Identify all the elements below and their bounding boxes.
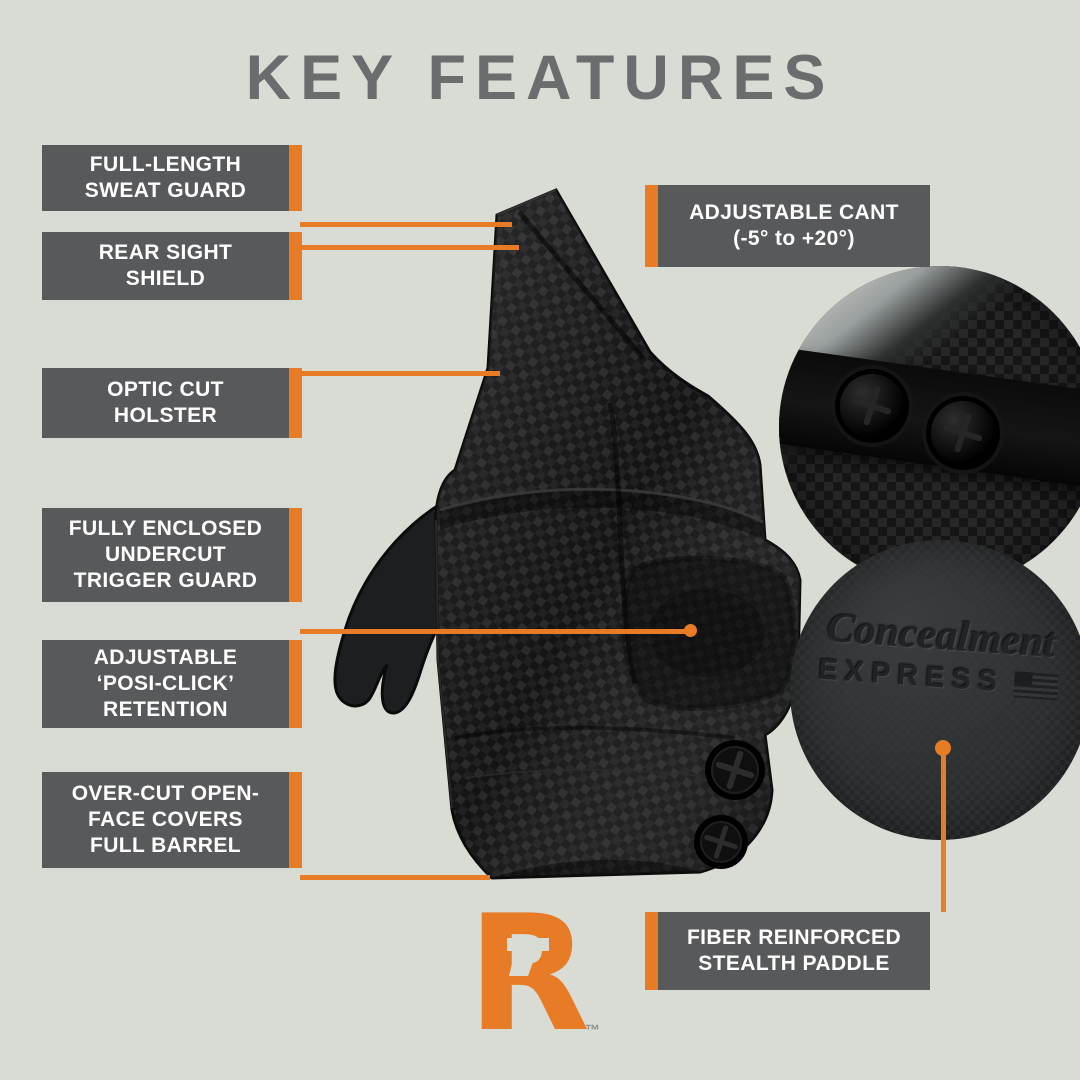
holster-molding-details bbox=[435, 189, 797, 878]
callout-label: REAR SIGHT SHIELD bbox=[98, 240, 233, 290]
trademark-symbol: ™ bbox=[585, 1022, 600, 1039]
connector-line-over-cut bbox=[300, 875, 490, 880]
cant-screw-left-icon bbox=[840, 374, 904, 438]
callout-label: FIBER REINFORCED STEALTH PADDLE bbox=[686, 925, 902, 975]
inset-adjustable-cant-detail bbox=[779, 266, 1080, 588]
callout-posi-click-retention: ADJUSTABLE ‘POSI-CLICK’ RETENTION bbox=[42, 640, 302, 728]
brand-letter: R bbox=[467, 903, 590, 1048]
callout-full-length-sweat-guard: FULL-LENGTH SWEAT GUARD bbox=[42, 145, 302, 211]
connector-line-sweat-guard bbox=[300, 222, 512, 227]
callout-label: FULL-LENGTH SWEAT GUARD bbox=[84, 152, 247, 202]
retention-screw-top bbox=[705, 740, 765, 800]
callout-rear-sight-shield: REAR SIGHT SHIELD bbox=[42, 232, 302, 300]
callout-fiber-reinforced-paddle: FIBER REINFORCED STEALTH PADDLE bbox=[645, 912, 930, 990]
page-title: KEY FEATURES bbox=[245, 43, 835, 113]
callout-adjustable-cant: ADJUSTABLE CANT (-5° to +20°) bbox=[645, 185, 930, 267]
callout-label: OPTIC CUT HOLSTER bbox=[107, 377, 224, 427]
logo-pistol-barrel-cutout bbox=[507, 938, 549, 951]
connector-line-trigger-guard bbox=[300, 629, 690, 634]
callout-label: OVER-CUT OPEN- FACE COVERS FULL BARREL bbox=[71, 781, 260, 858]
connector-line-rear-sight bbox=[300, 245, 519, 250]
connector-dot-stealth-paddle bbox=[935, 740, 951, 756]
callout-optic-cut-holster: OPTIC CUT HOLSTER bbox=[42, 368, 302, 438]
callout-label: ADJUSTABLE ‘POSI-CLICK’ RETENTION bbox=[93, 645, 238, 722]
retention-screw-bottom bbox=[694, 815, 748, 869]
brand-logo: R bbox=[467, 903, 590, 1048]
connector-dot-trigger-guard bbox=[684, 624, 697, 637]
logo-pistol-grip-cutout bbox=[509, 951, 537, 976]
callout-label: FULLY ENCLOSED UNDERCUT TRIGGER GUARD bbox=[68, 516, 263, 593]
callout-over-cut-open-face: OVER-CUT OPEN- FACE COVERS FULL BARREL bbox=[42, 772, 302, 868]
us-flag-icon bbox=[1013, 670, 1059, 700]
holster-illustration bbox=[333, 188, 802, 880]
connector-line-stealth-paddle bbox=[941, 748, 946, 912]
callout-undercut-trigger-guard: FULLY ENCLOSED UNDERCUT TRIGGER GUARD bbox=[42, 508, 302, 602]
inset-brand-stamp-detail: Concealment EXPRESS bbox=[790, 540, 1080, 840]
callout-label: ADJUSTABLE CANT (-5° to +20°) bbox=[689, 200, 899, 250]
cant-screw-right-icon bbox=[931, 401, 995, 465]
connector-line-optic-cut bbox=[300, 371, 500, 376]
trigger-guard-recess bbox=[621, 555, 797, 711]
